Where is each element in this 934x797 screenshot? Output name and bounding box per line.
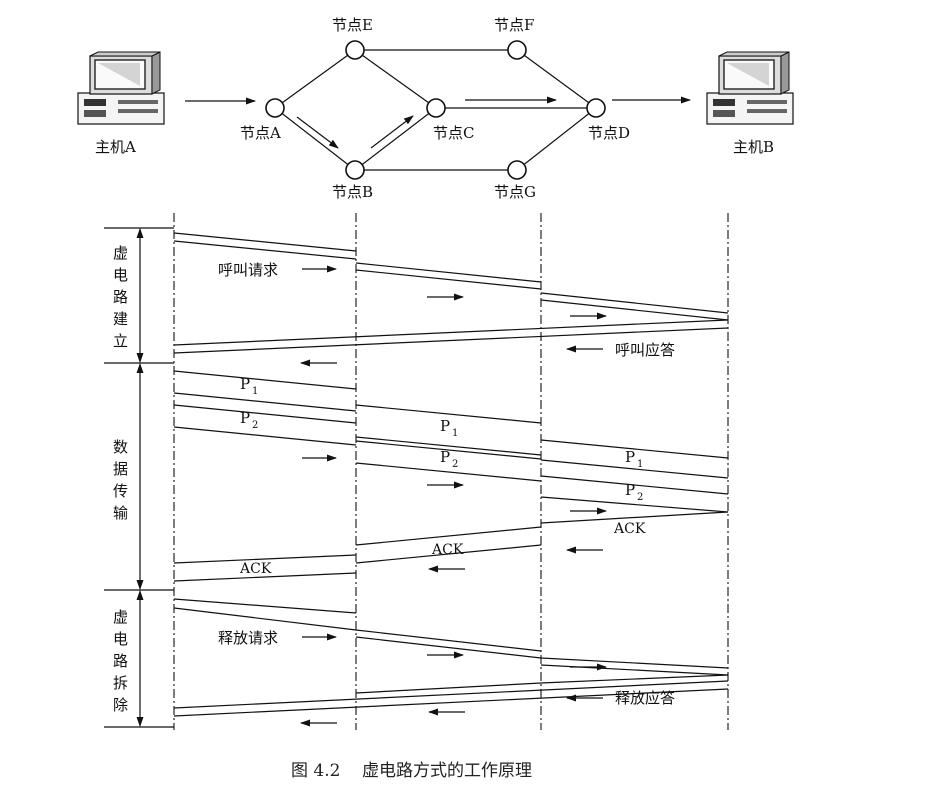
svg-text:输: 输 <box>113 504 128 522</box>
svg-text:2: 2 <box>637 492 643 503</box>
packet-p1-c-to-host-b <box>540 439 729 479</box>
packet-p2-label-1: P 2 <box>240 409 258 431</box>
link-b-c <box>354 107 437 171</box>
svg-text:拆: 拆 <box>113 674 128 692</box>
node-a-label: 节点A <box>240 124 281 142</box>
arrow-node-b-to-node-c <box>370 115 414 149</box>
svg-text:1: 1 <box>637 459 643 470</box>
packet-p2-c-to-host-b <box>540 475 729 513</box>
node-c-label: 节点C <box>433 124 474 142</box>
call-request-label: 呼叫请求 <box>218 261 278 279</box>
node-a-circle <box>265 98 285 118</box>
svg-text:除: 除 <box>113 696 128 714</box>
svg-text:电: 电 <box>113 630 128 648</box>
phase-label-teardown: 虚 电 路 拆 除 <box>113 608 128 714</box>
svg-text:P: P <box>625 448 635 466</box>
node-d-label: 节点D <box>588 124 630 142</box>
call-accept-signal <box>173 319 729 354</box>
node-e-label: 节点E <box>332 16 373 34</box>
link-g-d <box>516 107 597 171</box>
svg-text:2: 2 <box>252 420 258 431</box>
release-answer-signal <box>173 674 729 717</box>
link-e-c <box>354 49 437 109</box>
ack-label-2: ACK <box>431 542 464 558</box>
packet-p2-b-to-c <box>355 440 542 482</box>
node-f-label: 节点F <box>494 16 534 34</box>
svg-text:据: 据 <box>113 460 128 478</box>
ack-label-1: ACK <box>613 521 646 537</box>
node-b-label: 节点B <box>332 183 373 201</box>
svg-text:路: 路 <box>113 288 128 306</box>
svg-text:电: 电 <box>113 266 128 284</box>
release-request-label: 释放请求 <box>218 629 278 647</box>
link-a-e <box>274 49 356 109</box>
arrow-node-a-to-node-b <box>296 116 339 149</box>
host-b-label: 主机B <box>733 138 774 156</box>
packet-p2-label-2: P 2 <box>440 448 458 470</box>
phase-label-transfer: 数 据 传 输 <box>113 438 128 522</box>
svg-text:数: 数 <box>113 438 128 456</box>
link-a-b <box>274 107 356 171</box>
call-request-signal <box>173 232 729 321</box>
ack-label-3: ACK <box>239 561 272 577</box>
node-g-label: 节点G <box>494 183 536 201</box>
svg-text:1: 1 <box>452 428 458 439</box>
node-f-circle <box>507 40 527 60</box>
svg-text:2: 2 <box>452 459 458 470</box>
svg-text:P: P <box>240 409 250 427</box>
svg-text:P: P <box>240 375 250 393</box>
timing-diagram: 虚 电 路 建 立 数 据 传 输 虚 电 路 拆 除 呼叫请求 <box>104 213 729 730</box>
packet-p1-label-3: P 1 <box>625 448 643 470</box>
ack-c-to-b <box>355 526 542 564</box>
svg-text:虚: 虚 <box>113 608 128 626</box>
release-answer-label: 释放应答 <box>615 689 675 707</box>
svg-text:立: 立 <box>113 332 128 350</box>
ack-host-b-to-c <box>540 511 729 524</box>
packet-p1-label-1: P 1 <box>240 375 258 397</box>
packet-p1-b-to-c <box>355 404 542 456</box>
svg-text:P: P <box>625 481 635 499</box>
svg-text:建: 建 <box>113 310 128 328</box>
ack-b-to-host-a <box>173 554 357 582</box>
packet-p2-host-a-to-b <box>173 404 357 446</box>
svg-text:虚: 虚 <box>113 244 128 262</box>
figure-caption: 图 4.2 虚电路方式的工作原理 <box>291 761 532 781</box>
phase-label-setup: 虚 电 路 建 立 <box>113 244 128 350</box>
packet-p2-label-3: P 2 <box>625 481 643 503</box>
link-f-d <box>516 49 597 109</box>
svg-text:1: 1 <box>252 386 258 397</box>
node-g-circle <box>507 160 527 180</box>
node-d-circle <box>586 98 606 118</box>
svg-text:传: 传 <box>113 482 128 500</box>
call-accept-label: 呼叫应答 <box>615 341 675 359</box>
packet-p1-host-a-to-b <box>173 370 357 412</box>
network-topology: 主机A 主机B <box>77 16 794 201</box>
host-a-label: 主机A <box>95 138 136 156</box>
svg-text:P: P <box>440 417 450 435</box>
host-b-computer-icon <box>706 51 794 125</box>
node-e-circle <box>345 40 365 60</box>
node-c-circle <box>426 98 446 118</box>
svg-text:P: P <box>440 448 450 466</box>
node-b-circle <box>345 160 365 180</box>
svg-text:路: 路 <box>113 652 128 670</box>
packet-p1-label-2: P 1 <box>440 417 458 439</box>
host-a-computer-icon <box>77 51 165 125</box>
